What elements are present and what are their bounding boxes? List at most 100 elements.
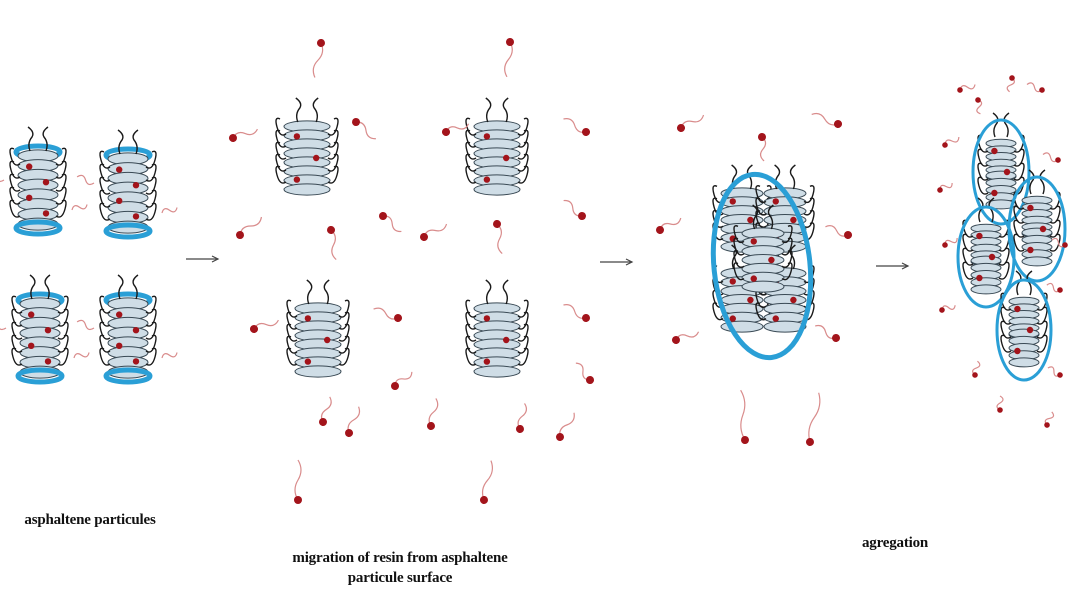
resin-head (389, 380, 400, 391)
chain (296, 98, 301, 122)
arrow-right-icon (876, 263, 908, 269)
free-resin (941, 235, 959, 249)
resin-head (936, 186, 944, 194)
free-resin (936, 180, 954, 194)
asphaltene-stack-bare (276, 98, 338, 195)
free-resin (344, 405, 362, 438)
caption-agregation: agregation (840, 533, 950, 553)
resin-head (503, 155, 509, 161)
resin-head (441, 127, 451, 137)
free-resin (161, 350, 178, 361)
disc (1009, 358, 1039, 367)
caption-asphaltene-particles: asphaltene particules (10, 510, 170, 530)
resin-head (506, 38, 515, 47)
free-resin (676, 112, 706, 134)
chain (486, 98, 491, 122)
resin-head (730, 315, 736, 321)
resin-head (28, 343, 34, 349)
chain (313, 98, 318, 122)
resin-tail (328, 229, 339, 260)
resin-head (581, 127, 592, 138)
disc (742, 281, 784, 292)
resin-head (1056, 371, 1064, 379)
resin-head (116, 311, 122, 317)
resin-head (393, 313, 403, 323)
asphaltene-stack-bare (466, 98, 528, 195)
stage-aggregate (655, 111, 854, 447)
resin-head (831, 333, 842, 344)
resin-head (576, 210, 587, 221)
chain (791, 165, 796, 189)
resin-head (26, 163, 32, 169)
free-resin (419, 221, 449, 243)
disc (474, 366, 520, 377)
resin-head (305, 315, 311, 321)
resin-tail (76, 319, 95, 331)
asphaltene-particle (0, 275, 90, 382)
free-resin (311, 38, 326, 78)
resin-head (316, 38, 325, 47)
stage-resin-migration (228, 38, 596, 505)
free-resin (655, 215, 683, 236)
resin-head (1027, 247, 1033, 253)
resin-head (484, 315, 490, 321)
resin-head (1043, 421, 1050, 428)
free-resin (389, 369, 414, 392)
free-resin (813, 323, 841, 344)
resin-tail (481, 460, 494, 500)
asphaltene-stack (18, 150, 58, 230)
resin-head (294, 496, 302, 504)
free-resin (326, 225, 340, 260)
free-resin (0, 319, 7, 331)
resin-head (773, 315, 779, 321)
resin-head (956, 86, 963, 93)
free-resin (71, 202, 88, 213)
free-resin (737, 390, 750, 444)
asphaltene-stack (295, 303, 341, 377)
resin-tail (504, 42, 513, 77)
resin-head (976, 233, 982, 239)
resin-head (751, 238, 757, 244)
free-resin (0, 171, 5, 183)
asphaltene-stack (474, 303, 520, 377)
resin-head (116, 166, 122, 172)
free-resin (228, 125, 259, 143)
asphaltene-stack (742, 228, 784, 292)
resin-head (997, 407, 1003, 413)
resin-head (584, 374, 595, 385)
free-resin (758, 133, 768, 162)
resin-head (377, 210, 388, 221)
resin-head (133, 327, 139, 333)
resin-head (1027, 327, 1033, 333)
asphaltene-stack (474, 121, 520, 195)
asphaltene-stack (1009, 329, 1039, 367)
resin-head (1014, 348, 1020, 354)
free-resin (561, 198, 588, 222)
resin-head (479, 495, 488, 504)
resin-tail (807, 392, 822, 442)
resin-head (1040, 226, 1046, 232)
resin-head (1027, 205, 1033, 211)
free-resin (515, 403, 528, 434)
resin-head (503, 337, 509, 343)
asphaltene-stack (20, 298, 60, 378)
asphaltene-stack-bare (466, 280, 528, 377)
disc (971, 285, 1001, 294)
free-resin (372, 305, 403, 323)
asphaltene-stack (108, 153, 148, 233)
resin-tail (0, 171, 5, 183)
resin-head (991, 190, 997, 196)
free-resin (73, 350, 90, 361)
resin-head (484, 176, 490, 182)
resin-head (1038, 86, 1045, 93)
free-resin (938, 302, 956, 313)
free-resin (1046, 282, 1064, 293)
resin-head (805, 437, 814, 446)
resin-head (1056, 286, 1063, 293)
asphaltene-stack (108, 298, 148, 378)
stage-aggregation-cluster (936, 75, 1069, 429)
asphaltene-particle (76, 275, 178, 382)
free-resin (561, 116, 591, 138)
resin-head (515, 424, 524, 433)
chain (1040, 170, 1045, 194)
